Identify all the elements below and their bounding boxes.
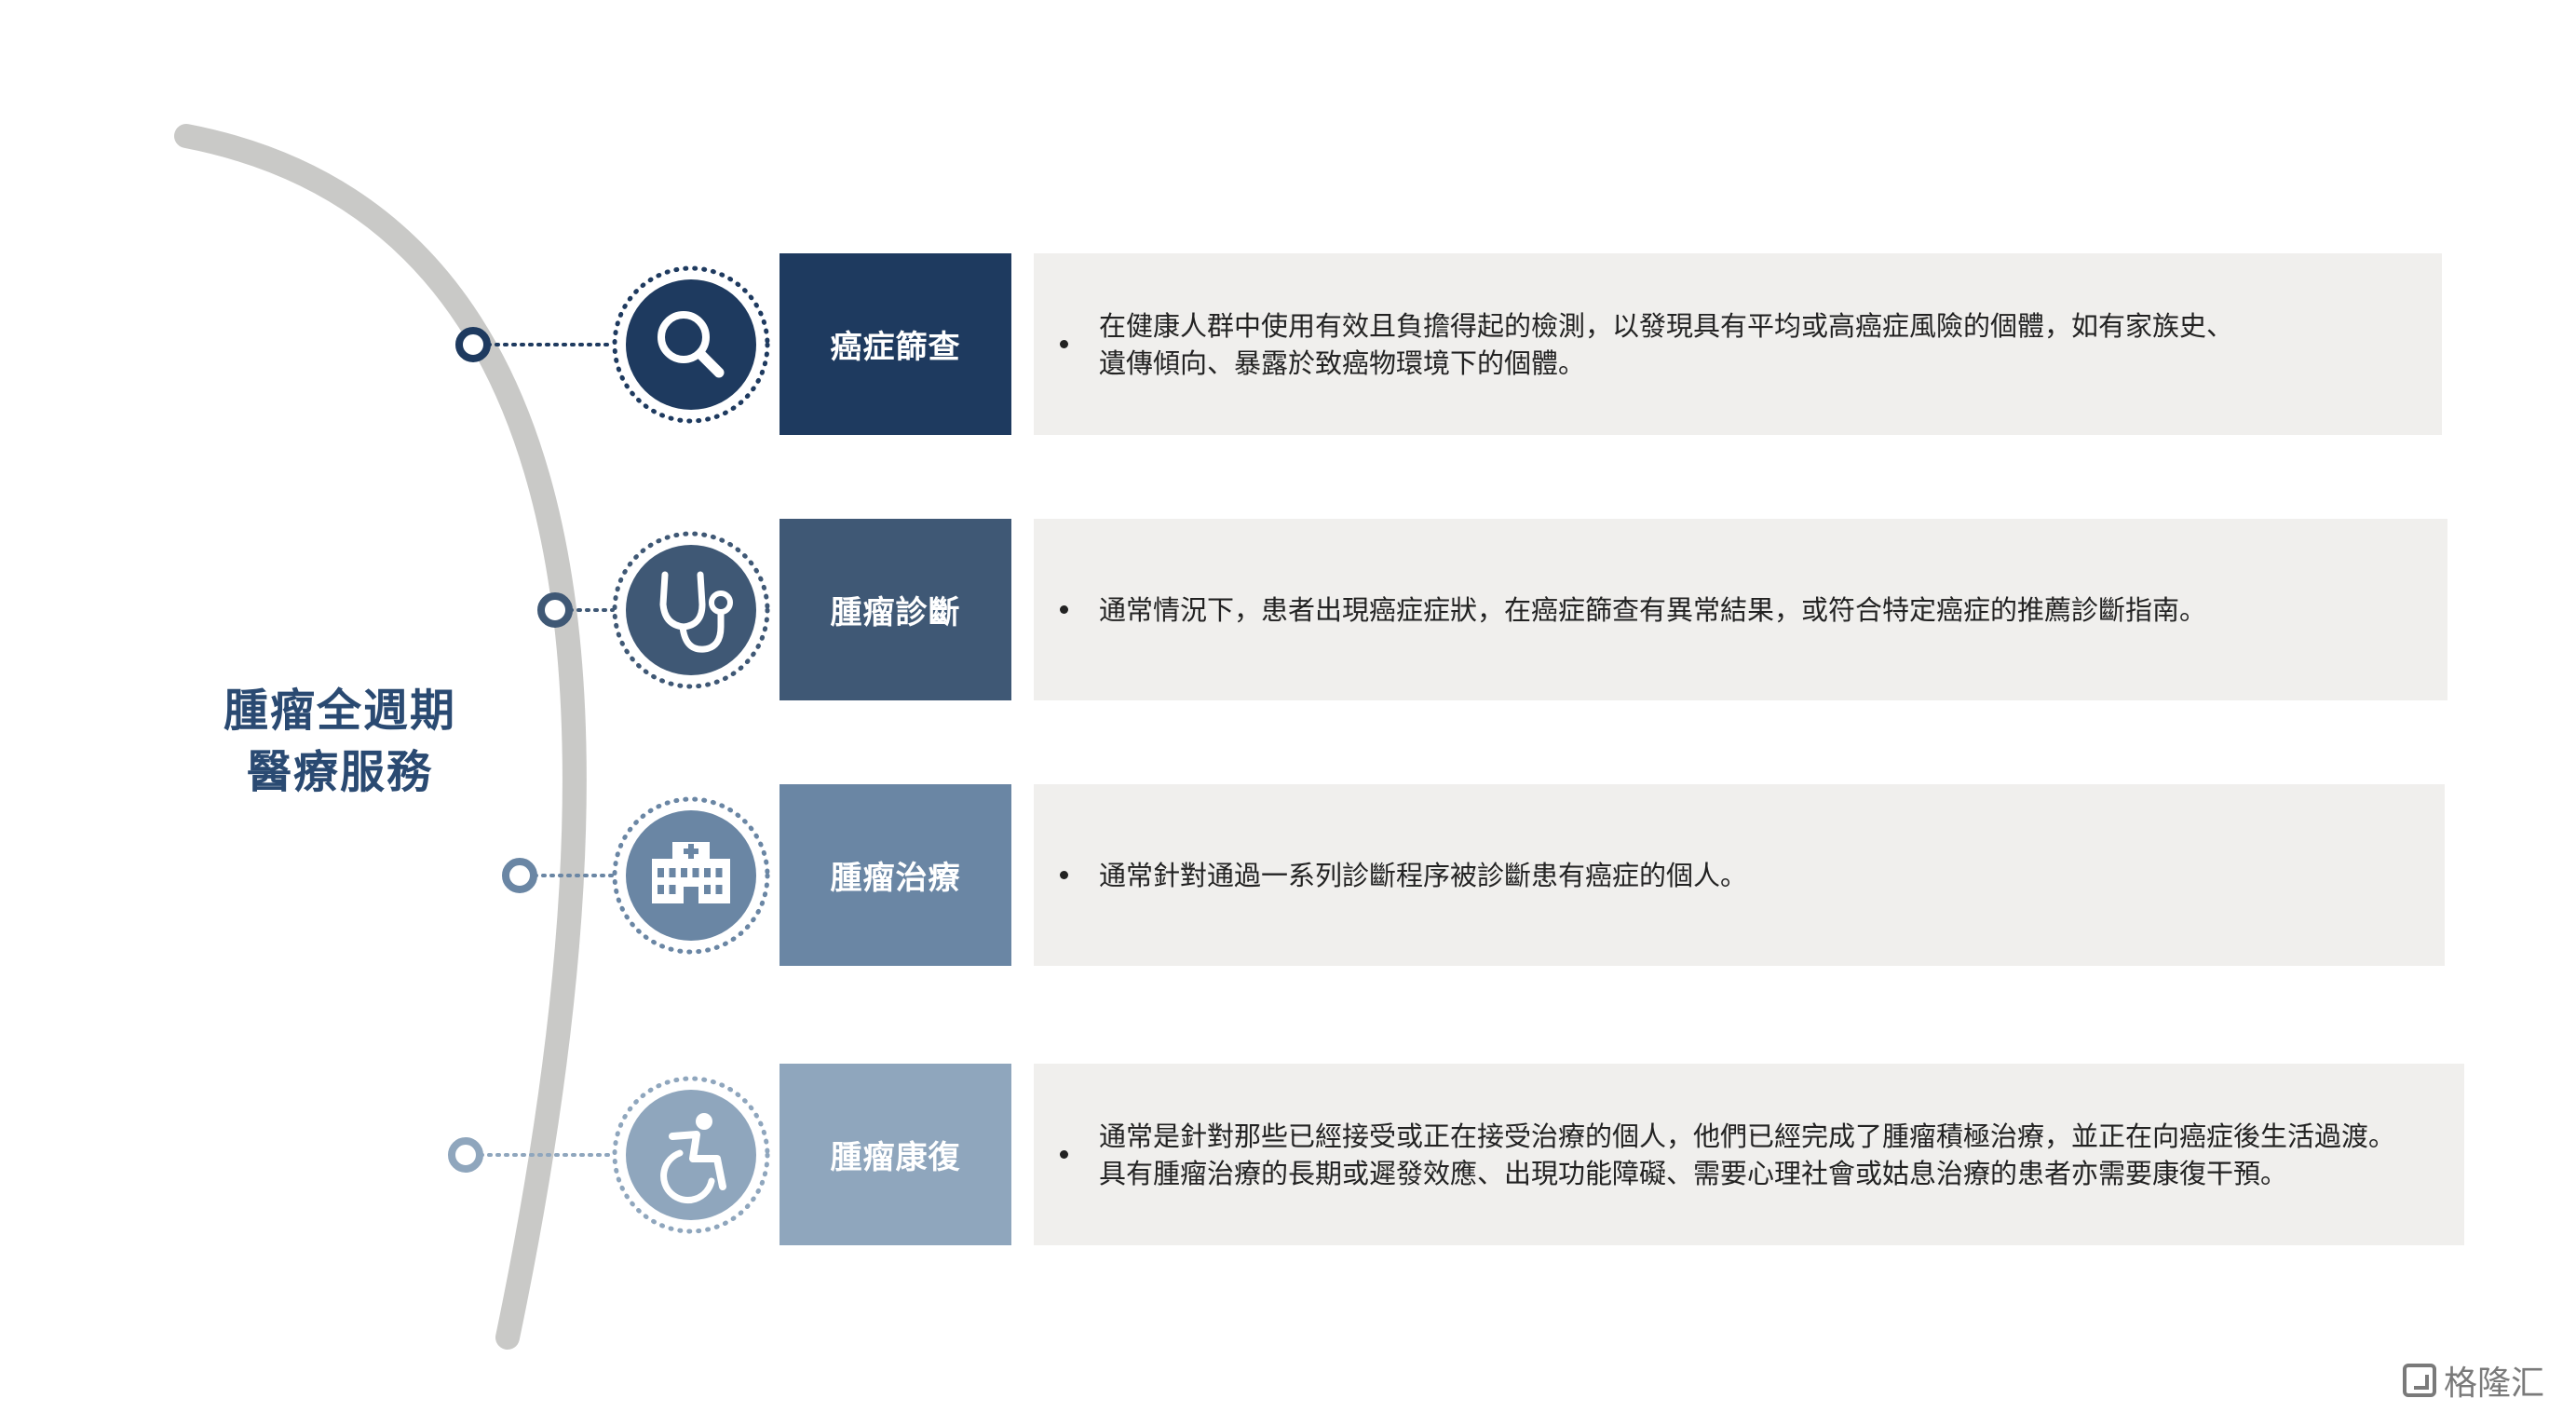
stage-label-rehabilitation: 腫瘤康復 <box>780 1064 1011 1245</box>
magnifier-icon <box>612 265 770 424</box>
bullet-icon <box>1060 1150 1068 1159</box>
icons-group <box>612 265 770 1234</box>
description-line: 具有腫瘤治療的長期或遲發效應、出現功能障礙、需要心理社會或姑息治療的患者亦需要康… <box>1099 1157 2288 1189</box>
description-line: 通常情況下，患者出現癌症症狀，在癌症篩查有異常結果，或符合特定癌症的推薦診斷指南… <box>1099 593 2207 626</box>
cycle-arc <box>174 124 587 1350</box>
center-title-line1: 腫瘤全週期 <box>223 685 456 737</box>
description-line: 在健康人群中使用有效且負擔得起的檢測，以發現具有平均或高癌症風險的個體，如有家族… <box>1099 309 2234 342</box>
bullet-icon <box>1060 605 1068 614</box>
description-line: 通常是針對那些已經接受或正在接受治療的個人，他們已經完成了腫瘤積極治療，並正在向… <box>1099 1120 2396 1152</box>
watermark-logo-icon <box>2402 1364 2436 1397</box>
watermark-text: 格隆汇 <box>2443 1364 2544 1403</box>
watermark: 格隆汇 <box>2402 1356 2544 1405</box>
stage-row-diagnosis: 腫瘤診斷 通常情況下，患者出現癌症症狀，在癌症篩查有異常結果，或符合特定癌症的推… <box>0 519 2576 700</box>
hospital-icon <box>612 796 770 955</box>
stage-row-treatment: 腫瘤治療 通常針對通過一系列診斷程序被診斷患有癌症的個人。 <box>0 784 2576 966</box>
stage-row-rehabilitation: 腫瘤康復 通常是針對那些已經接受或正在接受治療的個人，他們已經完成了腫瘤積極治療… <box>0 1064 2576 1245</box>
arc-node-icon <box>455 327 491 362</box>
stethoscope-icon <box>612 531 770 689</box>
center-title: 腫瘤全週期 醫療服務 <box>177 680 503 803</box>
center-title-line2: 醫療服務 <box>246 746 433 798</box>
description-line: 通常針對通過一系列診斷程序被診斷患有癌症的個人。 <box>1099 859 1748 891</box>
arc-node-icon <box>448 1137 483 1173</box>
bullet-icon <box>1060 871 1068 879</box>
stage-description-diagnosis: 通常情況下，患者出現癌症症狀，在癌症篩查有異常結果，或符合特定癌症的推薦診斷指南… <box>1034 519 2447 700</box>
wheelchair-icon <box>612 1076 770 1234</box>
bullet-icon <box>1060 340 1068 348</box>
arc-node-icon <box>537 592 573 628</box>
arc-node-icon <box>502 858 537 893</box>
stage-description-rehabilitation: 通常是針對那些已經接受或正在接受治療的個人，他們已經完成了腫瘤積極治療，並正在向… <box>1034 1064 2464 1245</box>
stage-label-treatment: 腫瘤治療 <box>780 784 1011 966</box>
description-line: 遺傳傾向、暴露於致癌物環境下的個體。 <box>1099 346 1586 379</box>
connectors-group <box>448 327 615 1173</box>
stage-description-treatment: 通常針對通過一系列診斷程序被診斷患有癌症的個人。 <box>1034 784 2445 966</box>
stage-label-screening: 癌症篩查 <box>780 253 1011 435</box>
stage-label-diagnosis: 腫瘤診斷 <box>780 519 1011 700</box>
stage-description-screening: 在健康人群中使用有效且負擔得起的檢測，以發現具有平均或高癌症風險的個體，如有家族… <box>1034 253 2442 435</box>
stage-row-screening: 癌症篩查 在健康人群中使用有效且負擔得起的檢測，以發現具有平均或高癌症風險的個體… <box>0 253 2576 435</box>
